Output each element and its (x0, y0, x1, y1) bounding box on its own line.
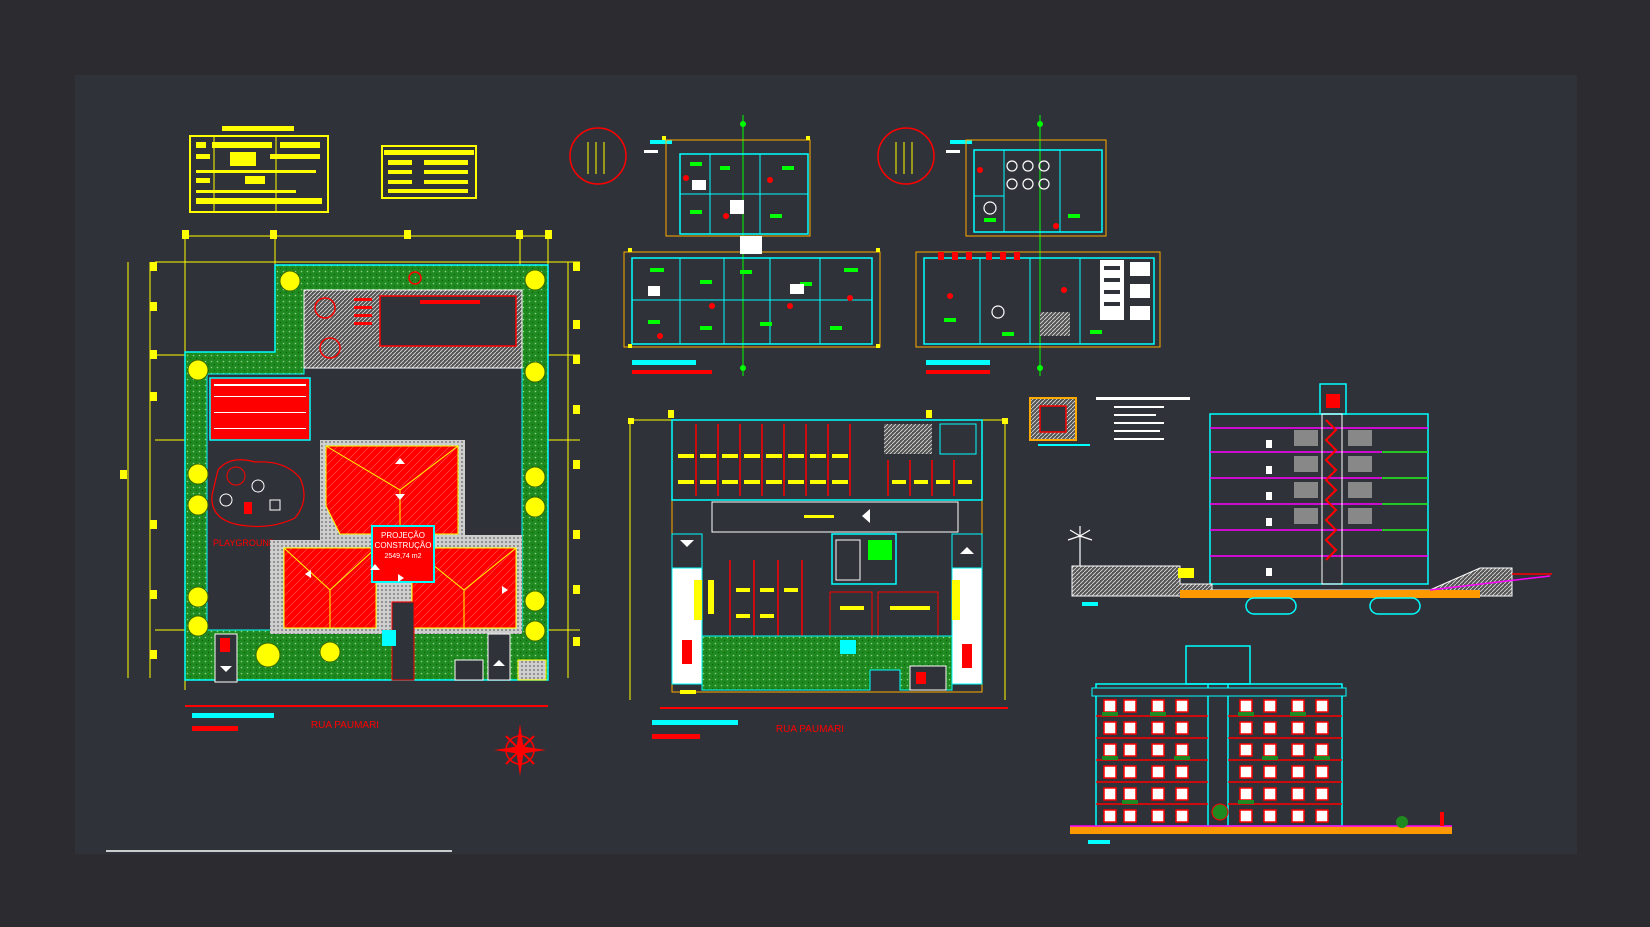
street-label-site: RUA PAUMARI (311, 720, 379, 731)
detail-and-notes (1029, 397, 1190, 446)
playground-label: PLAYGROUND (213, 538, 276, 548)
floor-plan-common (877, 115, 1161, 376)
projection-label-1: PROJEÇÃO (381, 531, 425, 540)
projection-area: 2549,74 m2 (385, 553, 422, 560)
building-section (1067, 383, 1552, 615)
legend-table-2 (381, 145, 477, 199)
building-roofs (283, 445, 517, 629)
compass-rose-icon (494, 724, 546, 776)
site-plan: PLAYGROUND PROJEÇÃO CO (106, 230, 580, 852)
legend-table-1 (189, 126, 329, 213)
projection-box (371, 525, 435, 583)
projection-label-2: CONSTRUÇÃO (375, 541, 432, 550)
floor-plan-type (569, 115, 881, 376)
playground-area: PLAYGROUND (211, 459, 305, 548)
building-elevation (1070, 645, 1452, 844)
ground-floor-plan: RUA PAUMARI (628, 410, 1008, 739)
street-label-ground: RUA PAUMARI (776, 724, 844, 735)
